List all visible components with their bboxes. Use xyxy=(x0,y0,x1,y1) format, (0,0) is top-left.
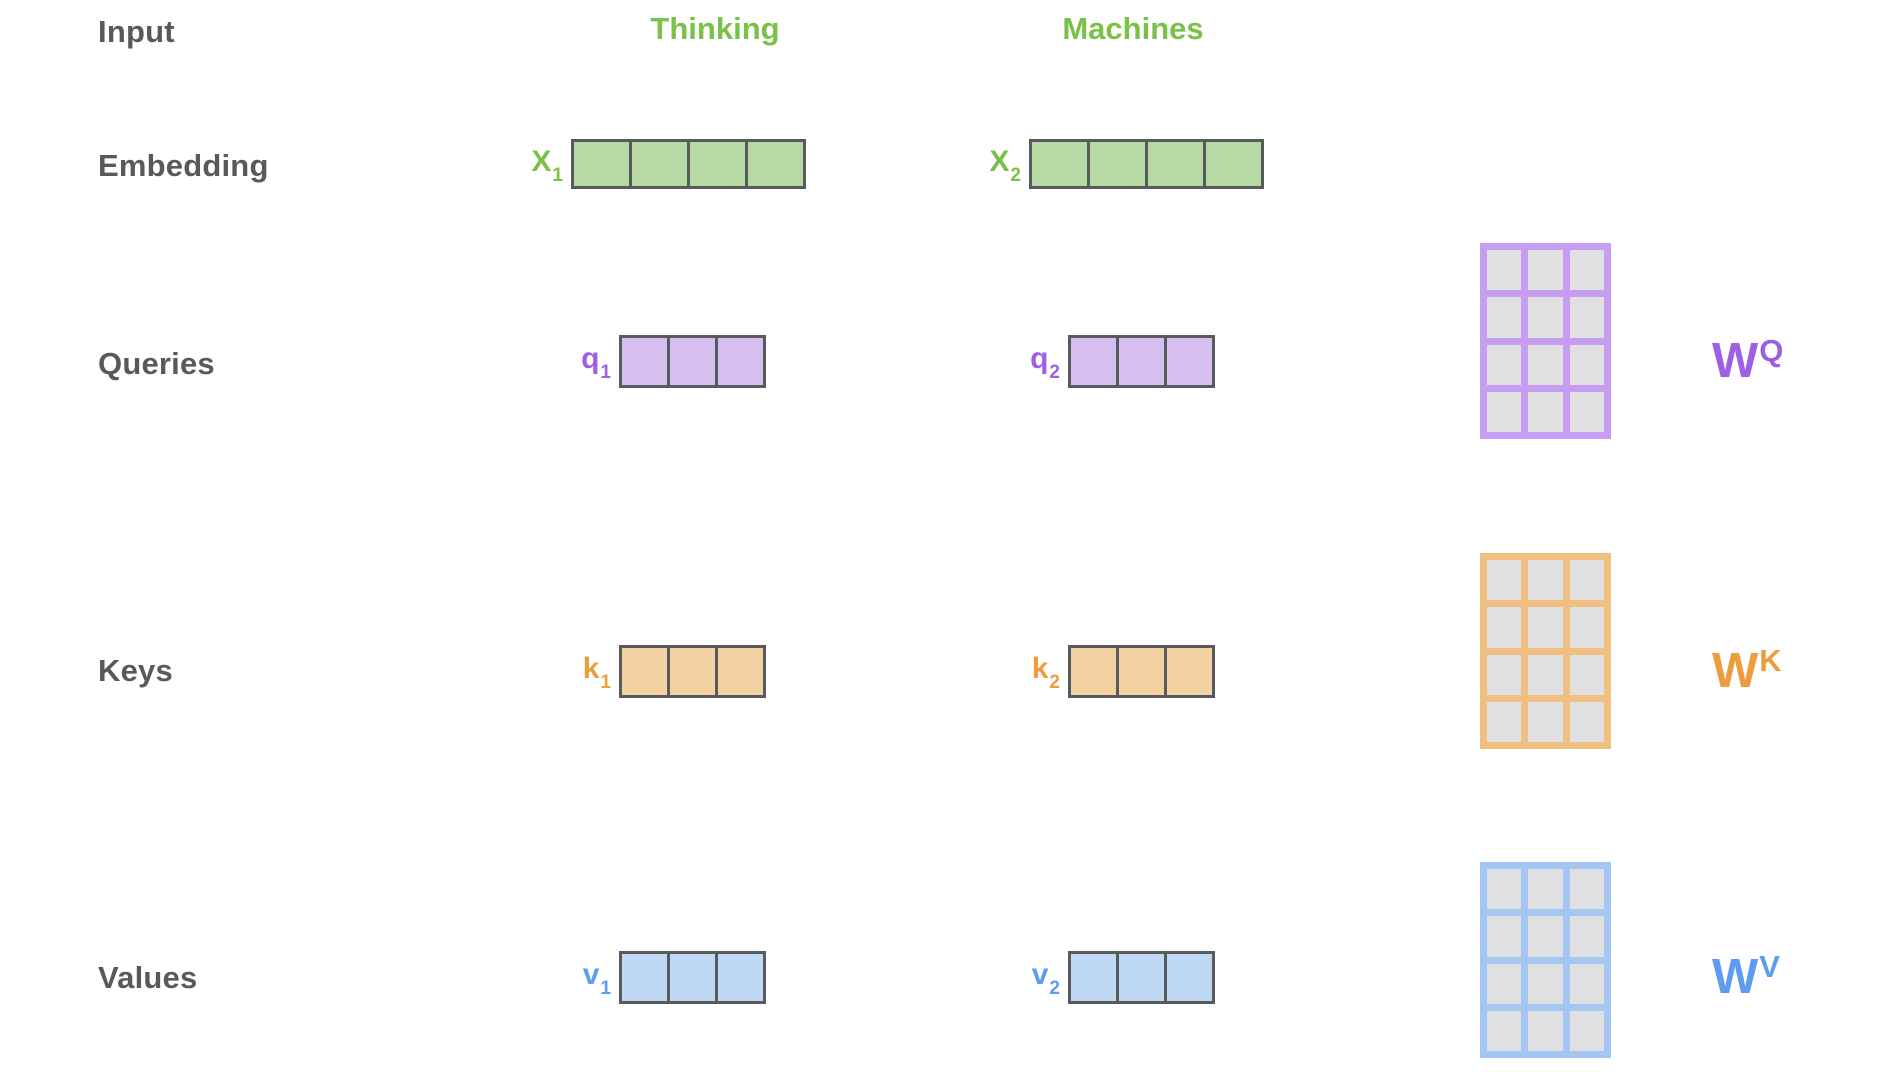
vector-cell xyxy=(1206,142,1261,186)
matrix-cell xyxy=(1569,1010,1604,1051)
matrix-cell xyxy=(1569,391,1604,432)
vector-cell xyxy=(1167,648,1212,695)
weight-label-wv: WV xyxy=(1712,949,1780,1004)
vector-cell xyxy=(622,954,670,1001)
vector-cell xyxy=(574,142,632,186)
matrix-cell xyxy=(1569,344,1604,385)
vector-label-q1: q1 xyxy=(581,342,611,383)
weight-matrix-wk xyxy=(1480,553,1611,749)
vector-cells-q1 xyxy=(619,335,766,388)
vector-label-x1: X1 xyxy=(531,144,563,186)
matrix-cell xyxy=(1569,701,1604,742)
vector-cell xyxy=(1071,338,1119,385)
vector-label-k1: k1 xyxy=(582,652,611,693)
vector-cell xyxy=(1090,142,1148,186)
matrix-cell xyxy=(1487,963,1522,1004)
weight-label-wq: WQ xyxy=(1712,333,1784,388)
vector-cell xyxy=(748,142,803,186)
vector-cell xyxy=(1071,648,1119,695)
matrix-cell xyxy=(1528,1010,1563,1051)
key-vector-k1: k1 xyxy=(546,645,766,698)
weight-label-wk: WK xyxy=(1712,643,1782,698)
matrix-cell xyxy=(1528,869,1563,910)
matrix-cell xyxy=(1528,344,1563,385)
vector-cell xyxy=(1119,338,1167,385)
row-label-values: Values xyxy=(98,960,198,995)
vector-cell xyxy=(670,338,718,385)
matrix-cell xyxy=(1569,963,1604,1004)
weight-matrix-wv xyxy=(1480,862,1611,1058)
weight-matrix-wq xyxy=(1480,243,1611,439)
vector-cell xyxy=(670,954,718,1001)
vector-cell xyxy=(1071,954,1119,1001)
matrix-cell xyxy=(1528,391,1563,432)
vector-cells-k2 xyxy=(1068,645,1215,698)
matrix-cell xyxy=(1487,250,1522,291)
vector-label-x2: X2 xyxy=(989,144,1021,186)
matrix-cell xyxy=(1528,607,1563,648)
vector-cell xyxy=(632,142,690,186)
vector-cell xyxy=(1167,338,1212,385)
matrix-cell xyxy=(1569,607,1604,648)
matrix-cell xyxy=(1487,701,1522,742)
matrix-cell xyxy=(1487,607,1522,648)
matrix-cell xyxy=(1569,297,1604,338)
matrix-cell xyxy=(1569,654,1604,695)
vector-cell xyxy=(1032,142,1090,186)
vector-label-v2: v2 xyxy=(1031,958,1060,999)
vector-cell xyxy=(718,648,763,695)
matrix-cell xyxy=(1569,560,1604,601)
value-vector-v1: v1 xyxy=(546,951,766,1004)
matrix-cell xyxy=(1528,916,1563,957)
row-label-keys: Keys xyxy=(98,653,173,688)
vector-cells-k1 xyxy=(619,645,766,698)
vector-cell xyxy=(718,954,763,1001)
matrix-cell xyxy=(1487,560,1522,601)
vector-cell xyxy=(1119,954,1167,1001)
vector-label-q2: q2 xyxy=(1030,342,1060,383)
value-vector-v2: v2 xyxy=(995,951,1215,1004)
matrix-cell xyxy=(1528,560,1563,601)
matrix-cell xyxy=(1487,1010,1522,1051)
embedding-vector-x1: X1 xyxy=(498,139,806,189)
vector-cell xyxy=(1167,954,1212,1001)
matrix-cell xyxy=(1528,654,1563,695)
matrix-cell xyxy=(1528,963,1563,1004)
vector-cell xyxy=(622,648,670,695)
matrix-cell xyxy=(1569,916,1604,957)
vector-cell xyxy=(718,338,763,385)
vector-cells-v1 xyxy=(619,951,766,1004)
matrix-cell xyxy=(1487,916,1522,957)
vector-cells-x2 xyxy=(1029,139,1264,189)
vector-cell xyxy=(622,338,670,385)
matrix-cell xyxy=(1487,297,1522,338)
vector-cells-v2 xyxy=(1068,951,1215,1004)
token-header-thinking: Thinking xyxy=(650,11,780,46)
matrix-cell xyxy=(1569,250,1604,291)
row-label-embedding: Embedding xyxy=(98,148,269,183)
vector-cells-q2 xyxy=(1068,335,1215,388)
row-label-queries: Queries xyxy=(98,346,215,381)
vector-cell xyxy=(1119,648,1167,695)
row-label-input: Input xyxy=(98,14,175,49)
matrix-cell xyxy=(1569,869,1604,910)
matrix-cell xyxy=(1528,250,1563,291)
embedding-vector-x2: X2 xyxy=(956,139,1264,189)
vector-label-v1: v1 xyxy=(582,958,611,999)
matrix-cell xyxy=(1528,701,1563,742)
matrix-cell xyxy=(1487,344,1522,385)
matrix-cell xyxy=(1487,391,1522,432)
vector-label-k2: k2 xyxy=(1031,652,1060,693)
token-header-machines: Machines xyxy=(1062,11,1204,46)
query-vector-q1: q1 xyxy=(546,335,766,388)
matrix-cell xyxy=(1487,654,1522,695)
matrix-cell xyxy=(1528,297,1563,338)
vector-cell xyxy=(690,142,748,186)
matrix-cell xyxy=(1487,869,1522,910)
vector-cells-x1 xyxy=(571,139,806,189)
vector-cell xyxy=(670,648,718,695)
vector-cell xyxy=(1148,142,1206,186)
key-vector-k2: k2 xyxy=(995,645,1215,698)
query-vector-q2: q2 xyxy=(995,335,1215,388)
